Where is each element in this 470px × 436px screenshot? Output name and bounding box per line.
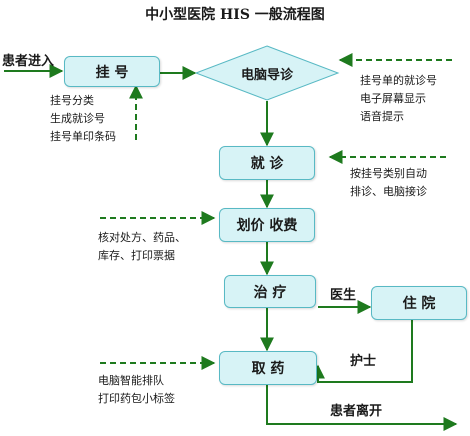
pharmacy-note: 电脑智能排队 打印药包小标签 xyxy=(98,372,175,408)
pricing-note-line: 核对处方、药品、 xyxy=(98,231,186,244)
register-label: 挂 号 xyxy=(95,64,129,81)
pricing-label: 划价 收费 xyxy=(236,218,298,234)
guide-note-line: 语音提示 xyxy=(360,110,404,123)
register-note-line: 生成就诊号 xyxy=(50,112,105,125)
consult-note-line: 按挂号类别自动 xyxy=(350,167,427,180)
consult-note: 按挂号类别自动 排诊、电脑接诊 xyxy=(350,165,427,201)
register-note-line: 挂号单印条码 xyxy=(50,130,116,143)
exit-label: 患者离开 xyxy=(330,404,383,419)
consult-box: 就 诊 xyxy=(219,146,315,180)
guide-note: 挂号单的就诊号 电子屏幕显示 语音提示 xyxy=(360,72,437,126)
hospital-label: 住 院 xyxy=(402,296,436,312)
consult-note-line: 排诊、电脑接诊 xyxy=(350,185,427,198)
treatment-label: 治 疗 xyxy=(253,284,287,301)
guide-diamond xyxy=(194,45,340,101)
entry-label: 患者进入 xyxy=(2,54,55,69)
pharmacy-note-line: 电脑智能排队 xyxy=(98,374,164,387)
exit-arrow xyxy=(266,385,458,431)
treatment-box: 治 疗 xyxy=(224,275,316,308)
guide-note-line: 电子屏幕显示 xyxy=(360,92,426,105)
register-note-line: 挂号分类 xyxy=(50,94,94,107)
pharmacy-note-line: 打印药包小标签 xyxy=(98,392,175,405)
hospital-to-pharmacy-arrow xyxy=(311,320,413,383)
diagram-title: 中小型医院 HIS 一般流程图 xyxy=(145,7,325,23)
guide-label: 电脑导诊 xyxy=(240,68,293,83)
doctor-label: 医生 xyxy=(330,288,357,303)
pricing-note-line: 库存、打印票据 xyxy=(98,249,175,262)
pharmacy-box: 取 药 xyxy=(219,351,317,385)
pricing-box: 划价 收费 xyxy=(219,208,315,242)
register-box: 挂 号 xyxy=(64,56,160,87)
guide-note-line: 挂号单的就诊号 xyxy=(360,74,437,87)
pricing-note: 核对处方、药品、 库存、打印票据 xyxy=(98,229,186,265)
nurse-label: 护士 xyxy=(350,354,377,369)
pharmacy-label: 取 药 xyxy=(251,361,285,377)
consult-label: 就 诊 xyxy=(250,156,284,172)
register-note: 挂号分类 生成就诊号 挂号单印条码 xyxy=(50,92,116,146)
hospital-box: 住 院 xyxy=(371,286,467,320)
